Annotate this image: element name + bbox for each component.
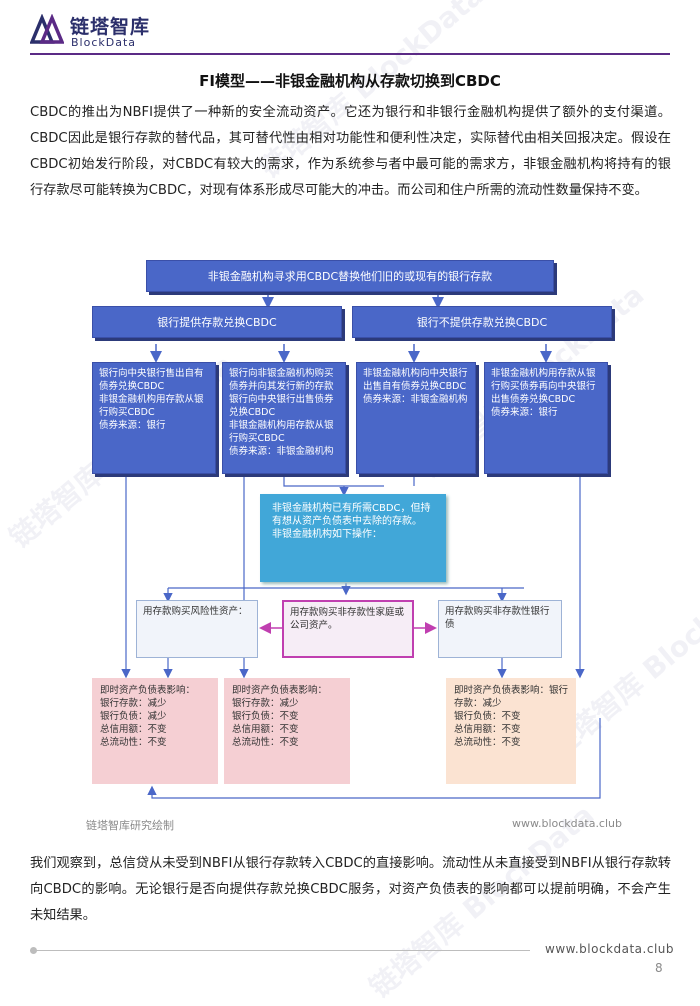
flow-box-bank-buys-bonds: 银行向非银金融机构购买债券并向其发行新的存款 银行向中央银行出售债券兑换CBDC… [222,362,346,474]
flow-impact-1: 即时资产负债表影响： 银行存款：减少 银行负债：减少 总信用额：不变 总流动性：… [92,678,218,784]
flow-box-nbfi-buys-bonds: 非银金融机构用存款从银行购买债券再向中央银行出售债券兑换CBDC 债券来源：银行 [484,362,608,474]
flow-impact-2: 即时资产负债表影响： 银行存款：减少 银行负债：不变 总信用额：不变 总流动性：… [224,678,350,784]
flow-option-risk-assets: 用存款购买风险性资产： [136,600,258,658]
flow-option-bank-debt: 用存款购买非存款性银行债 [438,600,562,658]
flow-box-nbfi-sells-bonds: 非银金融机构向中央银行出售自有债券兑换CBDC 债券来源：非银金融机构 [356,362,476,474]
flow-center-box: 非银金融机构已有所需CBDC，但持有想从资产负债表中去除的存款。 非银金融机构如… [260,494,446,582]
flow-impact-3: 即时资产负债表影响：银行存款：减少 银行负债：不变 总信用额：不变 总流动性：不… [446,678,576,784]
header-divider [30,53,670,55]
flow-box-bank-sells-bonds: 银行向中央银行售出自有债券兑换CBDC 非银金融机构用存款从银行购买CBDC 债… [92,362,216,474]
flow-left-header: 银行提供存款兑换CBDC [92,306,342,338]
page-title: FI模型——非银金融机构从存款切换到CBDC [199,72,501,90]
flow-top-box: 非银金融机构寻求用CBDC替换他们旧的或现有的银行存款 [146,260,554,292]
blockdata-logo-icon [30,14,64,44]
footer-url[interactable]: www.blockdata.club [545,942,674,956]
paragraph-conclusion: 我们观察到，总信贷从未受到NBFI从银行存款转入CBDC的直接影响。流动性从未直… [30,856,671,923]
paragraph-intro: CBDC的推出为NBFI提供了一种新的安全流动资产。它还为银行和非银行金融机构提… [30,105,671,198]
footer-divider [30,950,530,951]
figure-url: www.blockdata.club [512,817,622,830]
flow-option-household-assets: 用存款购买非存款性家庭或公司资产。 [282,600,414,658]
figure-credit: 链塔智库研究绘制 [86,819,174,832]
logo-text-en: BlockData [71,36,137,49]
flowchart-figure: 非银金融机构寻求用CBDC替换他们旧的或现有的银行存款 银行提供存款兑换CBDC… [84,248,622,838]
logo-text-cn: 链塔智库 [70,16,151,38]
page-header: 链塔智库 BlockData [0,0,700,60]
page-number: 8 [655,961,663,975]
flow-right-header: 银行不提供存款兑换CBDC [352,306,612,338]
